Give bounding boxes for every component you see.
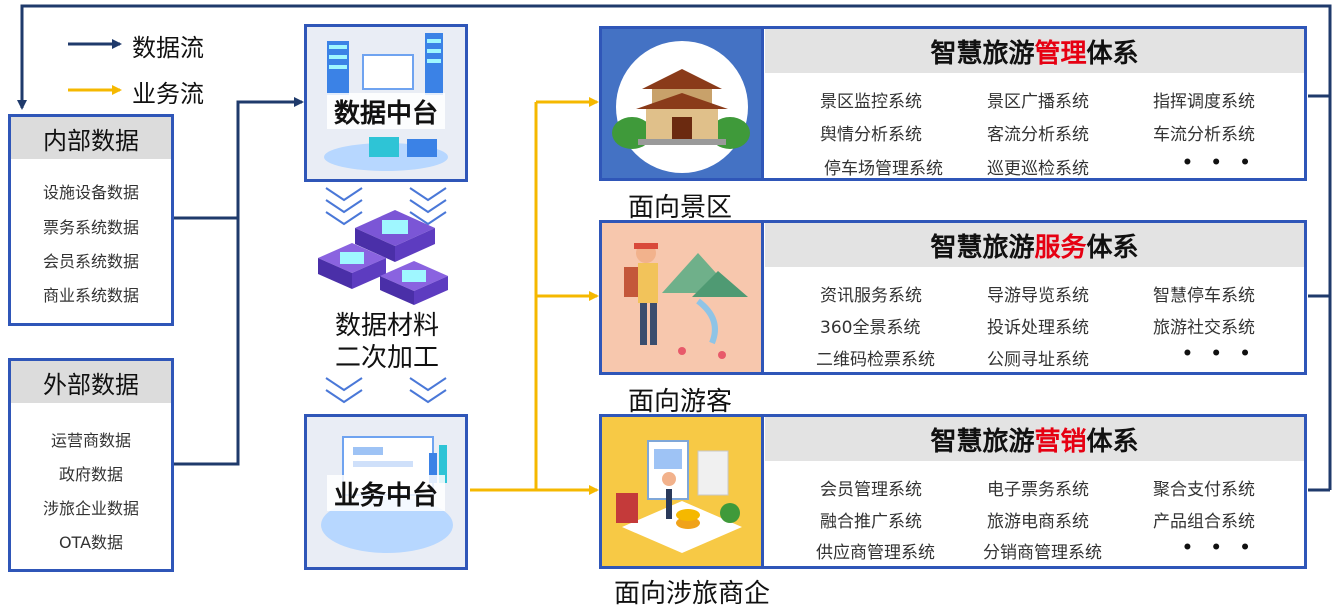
- external-data-item: 涉旅企业数据: [42, 499, 139, 518]
- system-item: 停车场管理系统: [824, 159, 943, 179]
- internal-data-panel: 内部数据 设施设备数据 票务系统数据 会员系统数据 商业系统数据: [8, 114, 174, 326]
- title-prefix: 智慧旅游: [930, 426, 1035, 457]
- business-platform-label: 业务中台: [327, 475, 445, 511]
- internal-to-platform-line: [174, 97, 304, 220]
- system-item: 巡更巡检系统: [987, 159, 1089, 179]
- title-suffix: 体系: [1086, 38, 1139, 69]
- system-item: 导游导览系统: [987, 286, 1089, 306]
- external-data-title: 外部数据: [11, 361, 171, 403]
- internal-data-title: 内部数据: [11, 117, 171, 159]
- internal-data-item: 会员系统数据: [42, 252, 139, 271]
- external-data-item: 政府数据: [58, 465, 123, 484]
- chevrons-upper: [325, 187, 447, 226]
- more-items-ellipsis: • • •: [1182, 538, 1257, 558]
- processing-cubes-icon: [318, 210, 448, 305]
- system-item: 客流分析系统: [987, 125, 1089, 145]
- management-system-panel: 智慧旅游管理体系 景区监控系统 景区广播系统 指挥调度系统 舆情分析系统 客流分…: [599, 26, 1307, 181]
- system-item: 聚合支付系统: [1153, 480, 1255, 500]
- business-platform-box: 业务中台: [304, 414, 468, 570]
- system-item: 旅游社交系统: [1153, 318, 1255, 338]
- scenic-area-illustration: [602, 29, 764, 178]
- legend-business-flow-label: 业务流: [132, 80, 204, 108]
- system-item: 二维码检票系统: [816, 350, 935, 370]
- system-item: 旅游电商系统: [987, 512, 1089, 532]
- external-to-platform-line: [174, 218, 240, 466]
- title-highlight: 营销: [1034, 426, 1087, 457]
- system-item: 资讯服务系统: [820, 286, 922, 306]
- internal-data-item: 票务系统数据: [42, 218, 139, 237]
- service-system-title: 智慧旅游服务体系: [765, 223, 1304, 267]
- data-platform-box: 数据中台: [304, 24, 468, 182]
- system-item: 融合推广系统: [820, 512, 922, 532]
- enterprise-caption: 面向涉旅商企: [614, 579, 771, 609]
- system-item: 指挥调度系统: [1153, 92, 1255, 112]
- external-data-panel: 外部数据 运营商数据 政府数据 涉旅企业数据 OTA数据: [8, 358, 174, 572]
- data-platform-illustration: [324, 33, 448, 171]
- marketing-system-panel: 智慧旅游营销体系 会员管理系统 电子票务系统 聚合支付系统 融合推广系统 旅游电…: [599, 414, 1307, 569]
- internal-data-item: 商业系统数据: [42, 286, 139, 305]
- chevrons-lower: [325, 377, 447, 404]
- title-highlight: 管理: [1034, 38, 1087, 69]
- enterprise-illustration: [602, 417, 764, 566]
- processing-label-line2: 二次加工: [334, 343, 439, 373]
- legend-data-flow-label: 数据流: [132, 34, 204, 62]
- external-data-item: OTA数据: [58, 533, 124, 552]
- scenic-caption: 面向景区: [628, 193, 733, 223]
- management-system-title: 智慧旅游管理体系: [765, 29, 1304, 73]
- system-item: 公厕寻址系统: [987, 350, 1089, 370]
- system-item: 车流分析系统: [1153, 125, 1255, 145]
- system-item: 景区广播系统: [987, 92, 1089, 112]
- external-data-item: 运营商数据: [50, 431, 131, 450]
- more-items-ellipsis: • • •: [1182, 344, 1257, 364]
- title-highlight: 服务: [1034, 232, 1087, 263]
- title-suffix: 体系: [1086, 426, 1139, 457]
- title-suffix: 体系: [1086, 232, 1139, 263]
- title-prefix: 智慧旅游: [930, 232, 1035, 263]
- system-item: 会员管理系统: [820, 480, 922, 500]
- system-item: 供应商管理系统: [816, 543, 935, 563]
- tourist-illustration: [602, 223, 764, 372]
- marketing-system-title: 智慧旅游营销体系: [765, 417, 1304, 461]
- tourist-caption: 面向游客: [628, 387, 733, 417]
- internal-data-item: 设施设备数据: [42, 183, 139, 202]
- system-item: 分销商管理系统: [983, 543, 1102, 563]
- processing-label-line1: 数据材料: [334, 311, 439, 341]
- system-item: 电子票务系统: [987, 480, 1089, 500]
- system-item: 智慧停车系统: [1153, 286, 1255, 306]
- system-item: 投诉处理系统: [987, 318, 1089, 338]
- more-items-ellipsis: • • •: [1182, 153, 1257, 173]
- system-item: 产品组合系统: [1153, 512, 1255, 532]
- system-item: 景区监控系统: [820, 92, 922, 112]
- system-item: 360全景系统: [820, 318, 921, 338]
- data-platform-label: 数据中台: [327, 93, 445, 129]
- feedback-loop-line: [17, 4, 1332, 110]
- service-system-panel: 智慧旅游服务体系 资讯服务系统 导游导览系统 智慧停车系统 360全景系统 投诉…: [599, 220, 1307, 375]
- title-prefix: 智慧旅游: [930, 38, 1035, 69]
- system-item: 舆情分析系统: [820, 125, 922, 145]
